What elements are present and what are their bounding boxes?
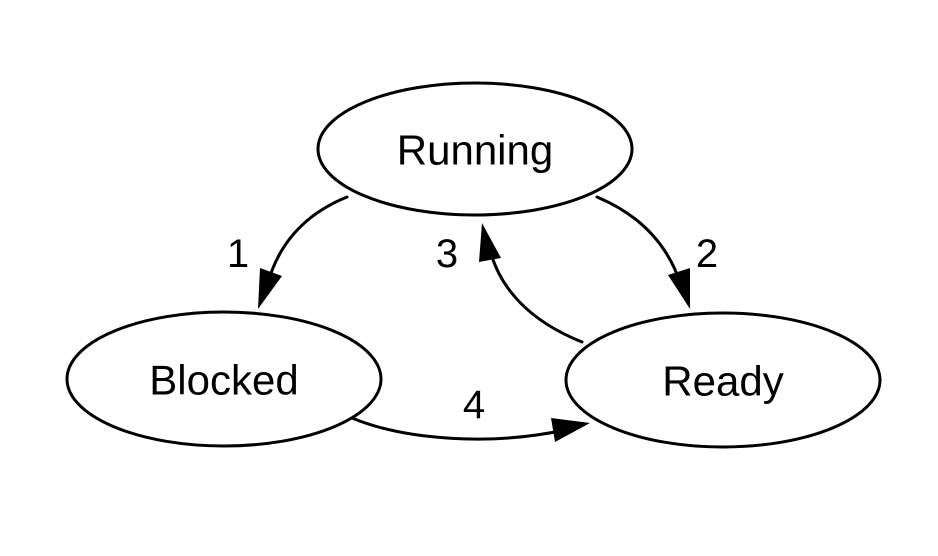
- transition-label-1: 1: [227, 232, 249, 276]
- state-ready-shape: [564, 311, 882, 449]
- transition-label-3: 3: [436, 232, 458, 276]
- state-running: Running: [316, 81, 634, 217]
- arrowhead-ready-from-running: [668, 268, 690, 309]
- state-ready: Ready: [564, 311, 882, 449]
- arrowhead-running: [479, 223, 501, 262]
- transition-labels: 1 2 3 4: [227, 232, 718, 427]
- edge-ready-to-running: [487, 244, 584, 344]
- arrowhead-blocked: [258, 268, 282, 309]
- state-ready-label: Ready: [662, 358, 783, 405]
- transition-label-2: 2: [696, 232, 718, 276]
- state-running-label: Running: [397, 127, 553, 174]
- arrowhead-ready-from-blocked: [551, 418, 590, 442]
- edge-running-to-ready: [595, 195, 683, 287]
- state-blocked-shape: [65, 310, 383, 448]
- state-blocked: Blocked: [65, 310, 383, 448]
- state-running-shape: [316, 81, 634, 217]
- transition-label-4: 4: [463, 383, 485, 427]
- state-blocked-label: Blocked: [149, 357, 298, 404]
- transitions: [258, 195, 690, 442]
- edge-running-to-blocked: [265, 195, 349, 288]
- edge-blocked-to-ready: [350, 416, 567, 441]
